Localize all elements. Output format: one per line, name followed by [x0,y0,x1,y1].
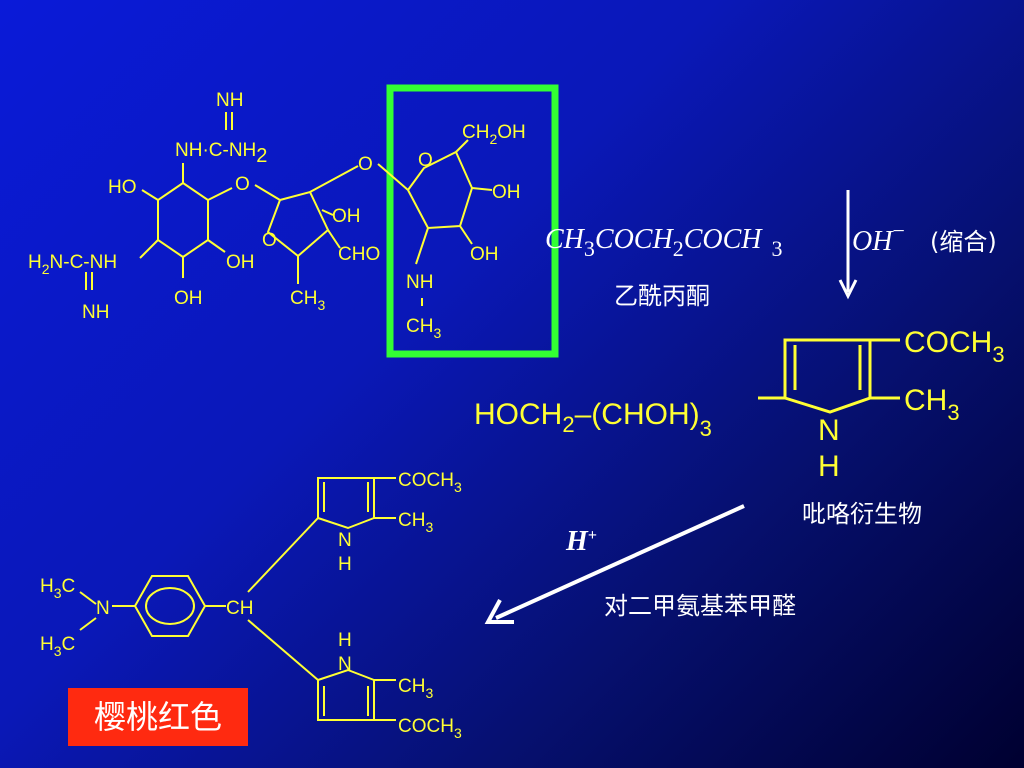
product-structure: H3C H3C N CH COCH3 CH3 N H H N CH3 COCH3 [40,470,462,741]
label-o-1: O [235,174,250,195]
cherry-red-badge [68,688,248,746]
label-oh-5: OH [470,244,499,265]
label-ch3: CH3 [290,288,325,313]
label-oh-3: OH [332,206,361,227]
pyrrole-ring [783,338,872,414]
acetylacetone-name: 乙酰丙酮 [614,282,710,310]
streptose-ring [266,190,330,258]
label-oh-4: OH [492,182,521,203]
label-nh-top: NH [216,90,243,111]
dmab-name: 对二甲氨基苯甲醛 [604,592,796,620]
pyrrole-coch3: COCH3 [904,326,1005,367]
label-o-ring: O [418,150,433,171]
label-nh-bottom: NH [82,302,109,323]
label-ho: HO [108,177,137,198]
highlight-box [386,84,559,358]
diagonal-arrow [495,504,745,620]
label-nh-side: NH [406,272,433,293]
label-oh-1: OH [226,252,255,273]
pyrrole-ch3: CH3 [904,384,960,425]
pyrrole-n: N [818,414,840,447]
label-cho: CHO [338,244,380,265]
pyrrole-name: 吡咯衍生物 [802,500,922,528]
label-lower-n: N [338,654,352,675]
label-lower-coch3: COCH3 [398,716,462,741]
label-ch2oh: CH2OH [462,122,526,147]
pyrrole-derivative: HOCH2–(CHOH)3 COCH3 CH3 N H 吡咯衍生物 [474,326,1005,528]
label-lower-ch3: CH3 [398,676,433,701]
label-h2n-c-nh: H2N-C-NH [28,252,117,277]
label-lower-h: H [338,630,352,651]
label-upper-n: N [338,530,352,551]
label-h3c-bottom: H3C [40,634,75,659]
acid-label: H+ [565,526,597,557]
label-o-2: O [262,230,277,251]
base-label: OH− [852,218,905,257]
pyrrole-side-chain: HOCH2–(CHOH)3 [474,398,712,441]
label-upper-coch3: COCH3 [398,470,462,495]
second-step: H+ 对二甲氨基苯甲醛 [484,504,796,624]
label-upper-ch3: CH3 [398,510,433,535]
label-nh-c-nh2: NH·C-NH2 [175,140,267,167]
label-ch: CH [226,598,253,619]
label-ch3-side: CH3 [406,316,441,341]
label-upper-h: H [338,554,352,575]
lower-pyrrole-ring [317,668,375,721]
label-n-dimethyl: N [96,598,110,619]
label-oh-2: OH [174,288,203,309]
streptomycin-structure: NH NH·C-NH2 HO O H2N-C-NH NH OH OH O OH … [28,90,526,341]
pyrrole-h: H [818,450,840,483]
streptidine-ring [157,182,209,259]
cherry-red-label: 樱桃红色 [93,698,222,736]
condensation-label: (缩合) [930,228,997,256]
label-h3c-top: H3C [40,576,75,601]
upper-pyrrole-ring [317,477,375,530]
label-o-3: O [358,154,373,175]
